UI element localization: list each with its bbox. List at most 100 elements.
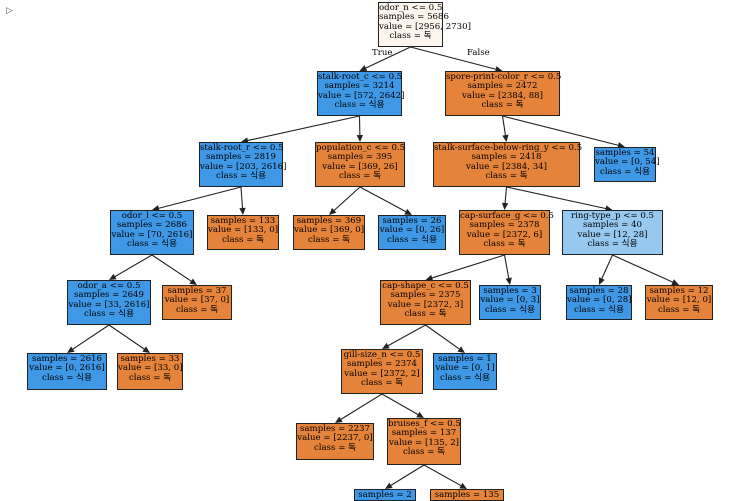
tree-node-line: samples = 135	[434, 490, 500, 500]
tree-node-line: samples = 33	[120, 354, 180, 364]
tree-edge-n11-n15	[431, 254, 505, 279]
tree-node-line: class = 식용	[600, 166, 650, 177]
tree-node-line: stalk-surface-below-ring_y <= 0.5	[434, 143, 583, 153]
tree-node-line: samples = 3	[483, 286, 537, 296]
tree-arrowhead-n5-n11	[501, 202, 509, 210]
tree-node-line: class = 독	[483, 239, 526, 250]
tree-edge-n1-n3	[246, 115, 360, 142]
tree-arrowhead-n15-n21	[382, 342, 390, 349]
tree-arrowhead-n15-n22	[457, 346, 465, 353]
tree-node-line: samples = 137	[391, 428, 457, 439]
tree-node-line: value = [0, 28]	[567, 295, 632, 306]
tree-edge-n5-n11	[504, 186, 508, 205]
tree-edge-n21-n23	[339, 393, 383, 421]
tree-edge-n2-n6	[502, 115, 620, 147]
tree-edge-n7-n13	[113, 254, 153, 278]
run-output-icon: ▷	[6, 6, 13, 16]
tree-node-line: value = [2237, 0]	[297, 433, 373, 444]
tree-edge-n4-n10	[359, 186, 407, 213]
tree-node-n25: samples = 2	[354, 489, 416, 501]
tree-node-line: samples = 3214	[324, 81, 395, 92]
tree-node-line: samples = 2686	[117, 220, 187, 231]
tree-node-line: class = 식용	[574, 304, 624, 315]
tree-edge-root-n1	[364, 46, 411, 69]
tree-arrowhead-n2-n5	[502, 134, 509, 142]
tree-edge-n15-n21	[386, 324, 426, 347]
tree-edge-n11-n16	[503, 254, 510, 280]
tree-arrowhead-n3-n8	[239, 207, 246, 215]
tree-node-line: value = [2372, 3]	[387, 299, 464, 310]
tree-node-line: gill-size_n <= 0.5	[343, 350, 421, 360]
tree-edge-n12-n18	[612, 254, 674, 284]
tree-node-line: class = 식용	[485, 304, 535, 315]
tree-node-line: value = [2372, 2]	[344, 368, 420, 379]
tree-node-line: value = [133, 0]	[208, 225, 279, 236]
tree-arrowhead-n21-n24	[416, 411, 424, 418]
tree-arrowhead-n13-n19	[67, 346, 75, 353]
tree-node-line: class = 식용	[216, 171, 266, 182]
tree-node-line: value = [0, 1]	[435, 363, 495, 374]
tree-node-line: class = 독	[175, 304, 219, 315]
tree-node-line: samples = 2649	[74, 290, 144, 301]
tree-node-line: class = 식용	[127, 239, 177, 250]
tree-node-line: samples = 2819	[206, 152, 276, 163]
tree-node-line: value = [2384, 34]	[466, 161, 547, 172]
tree-node-line: value = [33, 2616]	[68, 299, 150, 310]
tree-node-line: class = 독	[389, 31, 432, 42]
tree-node-line: cap-surface_g <= 0.5	[460, 211, 554, 221]
tree-edge-n4-n9	[333, 186, 361, 212]
tree-node-line: value = [12, 0]	[646, 295, 712, 306]
tree-edge-n15-n22	[425, 324, 461, 350]
tree-node-line: samples = 2	[358, 490, 412, 500]
tree-node-line: class = 독	[485, 171, 528, 182]
tree-node-line: value = [203, 2616]	[200, 161, 287, 172]
tree-node-line: value = [0, 26]	[379, 225, 445, 236]
tree-node-line: value = [369, 26]	[322, 161, 398, 172]
tree-edge-n13-n19	[71, 324, 110, 351]
tree-node-line: samples = 40	[582, 220, 643, 231]
tree-arrowhead-n4-n10	[404, 208, 412, 215]
tree-node-line: samples = 2616	[32, 354, 102, 364]
tree-edge-n2-n5	[501, 115, 507, 137]
tree-node-line: samples = 369	[296, 216, 362, 226]
tree-node-line: class = 식용	[84, 309, 134, 320]
tree-node-line: odor_a <= 0.5	[77, 281, 141, 291]
tree-node-line: value = [369, 0]	[294, 225, 365, 236]
tree-node-line: samples = 1	[438, 354, 492, 364]
tree-edge-n3-n8	[240, 186, 244, 210]
tree-node-line: value = [0, 3]	[480, 295, 540, 306]
tree-node-line: class = 독	[360, 378, 404, 389]
tree-node-line: value = [0, 54]	[595, 157, 660, 168]
tree-node-line: stalk-root_r <= 0.5	[200, 143, 284, 153]
edge-label-false: False	[467, 48, 490, 58]
tree-edge-n24-n26	[423, 464, 463, 487]
tree-node-line: class = 식용	[587, 239, 638, 250]
tree-edge-root-n2	[410, 46, 497, 71]
tree-arrowhead-n11-n16	[505, 277, 512, 285]
tree-node-line: class = 독	[481, 100, 524, 111]
tree-node-line: samples = 2472	[467, 81, 538, 92]
tree-arrowhead-n3-n7	[152, 205, 160, 212]
tree-node-line: class = 독	[402, 447, 446, 458]
tree-node-line: samples = 2378	[469, 220, 540, 231]
tree-node-line: stalk-root_c <= 0.5	[318, 72, 403, 82]
tree-node-line: class = 식용	[387, 234, 437, 245]
tree-node-line: odor_l <= 0.5	[121, 211, 183, 221]
tree-arrowhead-root-n2	[494, 66, 503, 73]
tree-edge-n5-n12	[506, 186, 607, 210]
tree-node-line: class = 독	[338, 171, 382, 182]
tree-node-line: samples = 28	[569, 286, 629, 296]
tree-arrowhead-n4-n9	[329, 207, 337, 215]
tree-node-line: value = [572, 2642]	[318, 90, 405, 101]
